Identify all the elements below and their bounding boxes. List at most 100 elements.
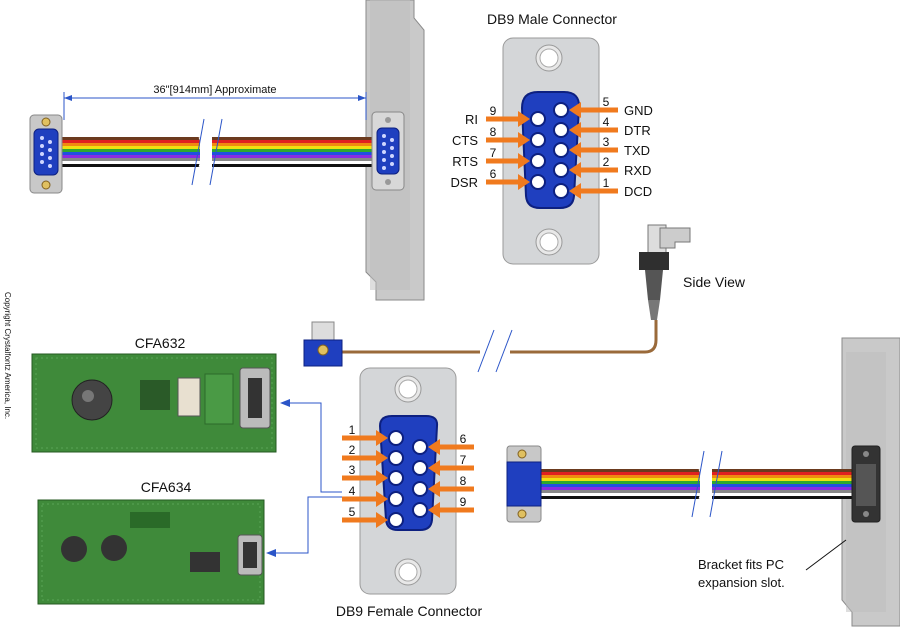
male-pin-3	[553, 142, 569, 158]
ribbon-wire	[62, 146, 200, 149]
signal-dcd: DCD	[624, 184, 652, 199]
ribbon-wire	[712, 484, 852, 487]
female-pin-3	[388, 470, 404, 486]
cfa632-board	[31, 353, 277, 453]
female-connector-title: DB9 Female Connector	[336, 603, 483, 619]
ribbon-wire	[212, 164, 372, 167]
cfa632-label: CFA632	[135, 335, 186, 351]
male-pin-1	[553, 183, 569, 199]
length-dimension: 36"[914mm] Approximate	[63, 84, 367, 120]
male-pin-9-assembly: 9RI	[465, 104, 546, 127]
male-pin-number-6: 6	[490, 167, 497, 181]
female-pin-number-7: 7	[460, 453, 467, 467]
female-pin-number-5: 5	[349, 505, 356, 519]
female-pin-number-2: 2	[349, 443, 356, 457]
male-connector-title: DB9 Male Connector	[487, 11, 617, 27]
male-pin-4	[553, 122, 569, 138]
ribbon-wire	[712, 469, 852, 472]
male-pin-7	[530, 153, 546, 169]
ribbon-wire	[712, 487, 852, 490]
ribbon-wire	[212, 161, 372, 164]
module-pointer-lines	[266, 399, 342, 557]
ribbon-wire	[212, 149, 372, 152]
copyright-text: Copyright Crystalfontz America, Inc.	[3, 292, 12, 419]
male-pin-5	[553, 102, 569, 118]
ribbon-wire	[62, 152, 200, 155]
ribbon-wire	[712, 490, 852, 493]
female-pin-8	[412, 481, 428, 497]
ribbon-wire	[62, 161, 200, 164]
female-pin-3-assembly: 3	[342, 463, 404, 486]
female-pin-2-assembly: 2	[342, 443, 404, 466]
ribbon-wire	[62, 155, 200, 158]
signal-txd: TXD	[624, 143, 650, 158]
ribbon-wire	[541, 493, 700, 496]
ribbon-wire	[712, 496, 852, 499]
bottom-bracket-db9-socket	[851, 445, 881, 523]
bottom-left-db9-plug	[506, 445, 542, 523]
ribbon-wire	[62, 149, 200, 152]
female-pin-number-1: 1	[349, 423, 356, 437]
female-pin-9-assembly: 9	[412, 495, 474, 518]
ribbon-wire	[212, 152, 372, 155]
ribbon-wire	[541, 475, 700, 478]
small-blue-plug	[303, 321, 343, 367]
ribbon-wire	[212, 155, 372, 158]
ribbon-wire	[541, 481, 700, 484]
female-pin-4	[388, 491, 404, 507]
length-label: 36"[914mm] Approximate	[153, 84, 276, 96]
male-pin-2	[553, 162, 569, 178]
ribbon-wire	[212, 137, 372, 140]
ribbon-wire	[62, 143, 200, 146]
top-ribbon-cable	[62, 118, 372, 186]
ribbon-wire	[712, 481, 852, 484]
female-pin-number-8: 8	[460, 474, 467, 488]
female-pin-number-3: 3	[349, 463, 356, 477]
female-pin-8-assembly: 8	[412, 474, 474, 497]
ribbon-wire	[541, 469, 700, 472]
female-pin-1	[388, 430, 404, 446]
female-pin-1-assembly: 1	[342, 423, 404, 446]
cfa634-label: CFA634	[141, 479, 192, 495]
female-pin-7	[412, 460, 428, 476]
ribbon-wire	[212, 143, 372, 146]
signal-ri: RI	[465, 112, 478, 127]
ribbon-wire	[712, 472, 852, 475]
ribbon-wire	[62, 164, 200, 167]
male-pin-number-8: 8	[490, 125, 497, 139]
ribbon-wire	[62, 137, 200, 140]
female-pin-number-4: 4	[349, 484, 356, 498]
female-pin-group: 1 2 3 4 5 67 8 9	[342, 423, 474, 528]
bracket-note-line-2: expansion slot.	[698, 575, 785, 590]
male-pin-6	[530, 174, 546, 190]
ribbon-wire	[212, 140, 372, 143]
female-pin-5	[388, 512, 404, 528]
ribbon-wire	[712, 478, 852, 481]
ribbon-wire	[541, 478, 700, 481]
male-pin-9	[530, 111, 546, 127]
ribbon-wire	[541, 490, 700, 493]
db9-female-shell	[359, 367, 457, 595]
cable-break-mark	[209, 118, 223, 186]
ribbon-wire	[541, 487, 700, 490]
ribbon-wire	[541, 496, 700, 499]
male-pin-number-3: 3	[603, 135, 610, 149]
male-pin-number-5: 5	[603, 95, 610, 109]
cable-break-mark	[691, 450, 705, 518]
ribbon-wire	[212, 146, 372, 149]
female-pin-4-assembly: 4	[342, 484, 404, 507]
top-bracket-db9-socket	[371, 111, 405, 191]
female-pin-6-assembly: 6	[412, 432, 474, 455]
side-view-label: Side View	[683, 274, 746, 290]
ribbon-wire	[541, 484, 700, 487]
female-pin-6	[412, 439, 428, 455]
ribbon-wire	[712, 475, 852, 478]
ribbon-wire	[541, 472, 700, 475]
